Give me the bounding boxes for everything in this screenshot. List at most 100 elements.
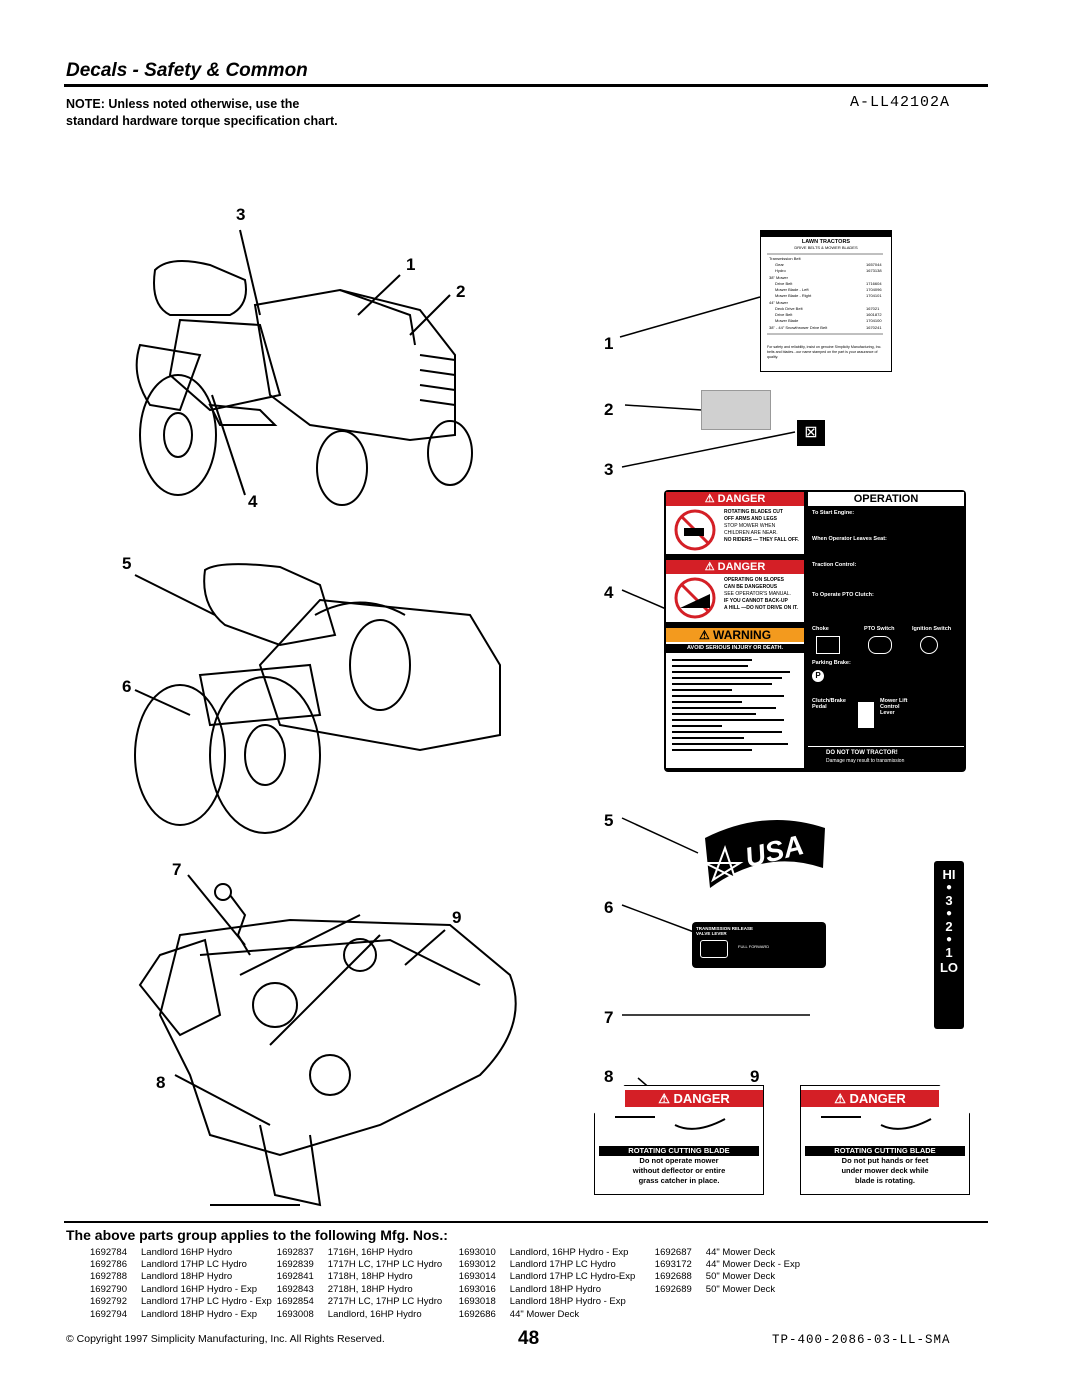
danger-2-text: OPERATING ON SLOPES CAN BE DANGEROUS SEE… <box>724 577 798 611</box>
mfg-model: Landlord 18HP Hydro <box>141 1271 233 1283</box>
mfg-number: 1693018 <box>458 1296 496 1308</box>
mfg-model: Landlord 17HP LC Hydro-Exp <box>509 1271 636 1283</box>
svg-text:38" Mower: 38" Mower <box>769 275 789 280</box>
speed-hi: HI <box>942 867 956 882</box>
warning-subtitle: AVOID SERIOUS INJURY OR DEATH. <box>666 644 804 653</box>
svg-text:1704100: 1704100 <box>866 318 882 323</box>
svg-text:6: 6 <box>604 898 613 917</box>
svg-text:1704101: 1704101 <box>866 293 882 298</box>
copyright: © Copyright 1997 Simplicity Manufacturin… <box>66 1333 385 1345</box>
applies-heading: The above parts group applies to the fol… <box>66 1227 448 1243</box>
pto-icon <box>868 636 892 654</box>
decal-8-line: Do not operate mower <box>639 1156 719 1165</box>
leader-line <box>357 274 401 316</box>
svg-text:1657044: 1657044 <box>866 262 882 267</box>
belt-chart-title: LAWN TRACTORS <box>801 239 851 245</box>
callout-left: 4 <box>248 492 258 511</box>
speed-range-decal: HI ● 3 ● 2 ● 1 LO <box>934 861 964 1029</box>
right-callouts: 1 2 3 4 5 6 7 8 9 <box>604 296 810 1095</box>
mfg-model: Landlord 17HP LC Hydro <box>141 1259 247 1271</box>
mfg-model: Landlord 16HP Hydro - Exp <box>141 1283 257 1295</box>
mfg-number <box>655 1308 706 1320</box>
mfg-number: 1692687 <box>654 1246 692 1258</box>
decal-9-line: blade is rotating. <box>854 1176 915 1185</box>
mfg-number: 1692686 <box>458 1308 496 1320</box>
svg-text:Drive Belt: Drive Belt <box>775 281 793 286</box>
mfg-number: 1693016 <box>458 1283 496 1295</box>
svg-text:167021: 167021 <box>866 306 880 311</box>
doc-id: A-LL42102A <box>850 94 951 111</box>
mfg-model: 44" Mower Deck <box>705 1246 776 1258</box>
mfg-number: 1693172 <box>654 1259 692 1271</box>
valve-lever-decal: TRANSMISSION RELEASE VALVE LEVER FULL FO… <box>692 922 826 968</box>
mfg-number: 1692854 <box>276 1296 314 1308</box>
tp-number: TP-400-2086-03-LL-SMA <box>772 1333 951 1347</box>
svg-text:1704096: 1704096 <box>866 287 882 292</box>
svg-text:7: 7 <box>604 1008 613 1027</box>
blade-foot-icon <box>821 1116 932 1130</box>
svg-text:Deck Drive Belt: Deck Drive Belt <box>775 306 803 311</box>
belt-chart-footer: For safety and reliability, insist on ge… <box>767 345 882 359</box>
svg-text:4: 4 <box>604 583 614 602</box>
mfg-number: 1692689 <box>654 1283 692 1295</box>
speed-1: 1 <box>945 945 953 960</box>
svg-text:Drive Belt: Drive Belt <box>775 312 793 317</box>
operation-safety-decal: ⚠ DANGER ROTATING BLADES CUT OFF ARMS AN… <box>664 490 966 772</box>
tractor-side-illustration <box>135 260 473 506</box>
op-heading: To Operate PTO Clutch: <box>812 592 874 598</box>
svg-text:1601872: 1601872 <box>866 312 882 317</box>
mfg-model: Landlord 16HP Hydro <box>141 1246 233 1258</box>
mfg-number: 1692839 <box>276 1259 314 1271</box>
mfg-model: Landlord 17HP LC Hydro - Exp <box>141 1296 272 1308</box>
callout-left: 8 <box>156 1073 165 1092</box>
svg-text:5: 5 <box>604 811 613 830</box>
mfg-model: 44" Mower Deck - Exp <box>705 1259 800 1271</box>
svg-text:3: 3 <box>604 460 613 479</box>
callout-left: 3 <box>236 205 245 224</box>
title-rule <box>64 84 988 87</box>
leader-line <box>187 874 246 946</box>
operation-label: OPERATION <box>808 492 964 506</box>
decal-8-line: without deflector or entire <box>632 1166 726 1175</box>
op-heading: Parking Brake: <box>812 660 851 666</box>
callout-left: 6 <box>122 677 131 696</box>
speed-3: 3 <box>945 893 953 908</box>
svg-text:8: 8 <box>604 1067 613 1086</box>
danger-decal-2: ⚠ DANGER OPERATING ON SLOPES CAN BE DANG… <box>666 560 804 622</box>
decal-9-line: Do not put hands or feet <box>841 1156 929 1165</box>
mfg-model: 1716H, 16HP Hydro <box>327 1246 413 1258</box>
mfg-model: Landlord 17HP LC Hydro <box>509 1259 616 1271</box>
pto-label: PTO Switch <box>864 626 895 632</box>
blank-plate-decal <box>701 390 771 430</box>
mfg-model: 44" Mower Deck <box>509 1308 580 1320</box>
mfg-model <box>706 1308 821 1320</box>
do-not-tow: DO NOT TOW TRACTOR! <box>826 750 898 756</box>
leader-line <box>134 574 216 616</box>
choke-icon: ⊠ <box>797 420 825 446</box>
leader-line <box>211 394 246 496</box>
blade-hand-icon <box>615 1116 726 1130</box>
svg-text:44" Mower: 44" Mower <box>769 300 789 305</box>
mfg-model: 50" Mower Deck <box>705 1283 776 1295</box>
mfg-number: 1693012 <box>458 1259 496 1271</box>
lift-label: Mower Lift Control Lever <box>880 698 908 716</box>
svg-text:Transmission Belt: Transmission Belt <box>769 256 802 261</box>
mfg-number: 1692788 <box>90 1271 127 1283</box>
mfg-model: Landlord, 16HP Hydro <box>327 1308 422 1320</box>
leader-line <box>134 689 191 716</box>
decal-8-line: grass catcher in place. <box>638 1176 720 1185</box>
mfg-number: 1693010 <box>458 1246 496 1258</box>
belt-chart-decal: LAWN TRACTORS DRIVE BELTS & MOWER BLADES… <box>760 230 892 372</box>
mfg-model <box>706 1296 821 1308</box>
mfg-model: 1718H, 18HP Hydro <box>327 1271 413 1283</box>
choke-icon <box>816 636 840 654</box>
page-number: 48 <box>518 1328 540 1349</box>
danger-hands-feet-decal: ⚠ DANGER ROTATING CUTTING BLADE Do not p… <box>800 1085 970 1195</box>
usa-decal: USA <box>704 820 825 888</box>
warning-decal: ⚠ WARNING AVOID SERIOUS INJURY OR DEATH. <box>666 628 804 768</box>
callout-left: 7 <box>172 860 181 879</box>
